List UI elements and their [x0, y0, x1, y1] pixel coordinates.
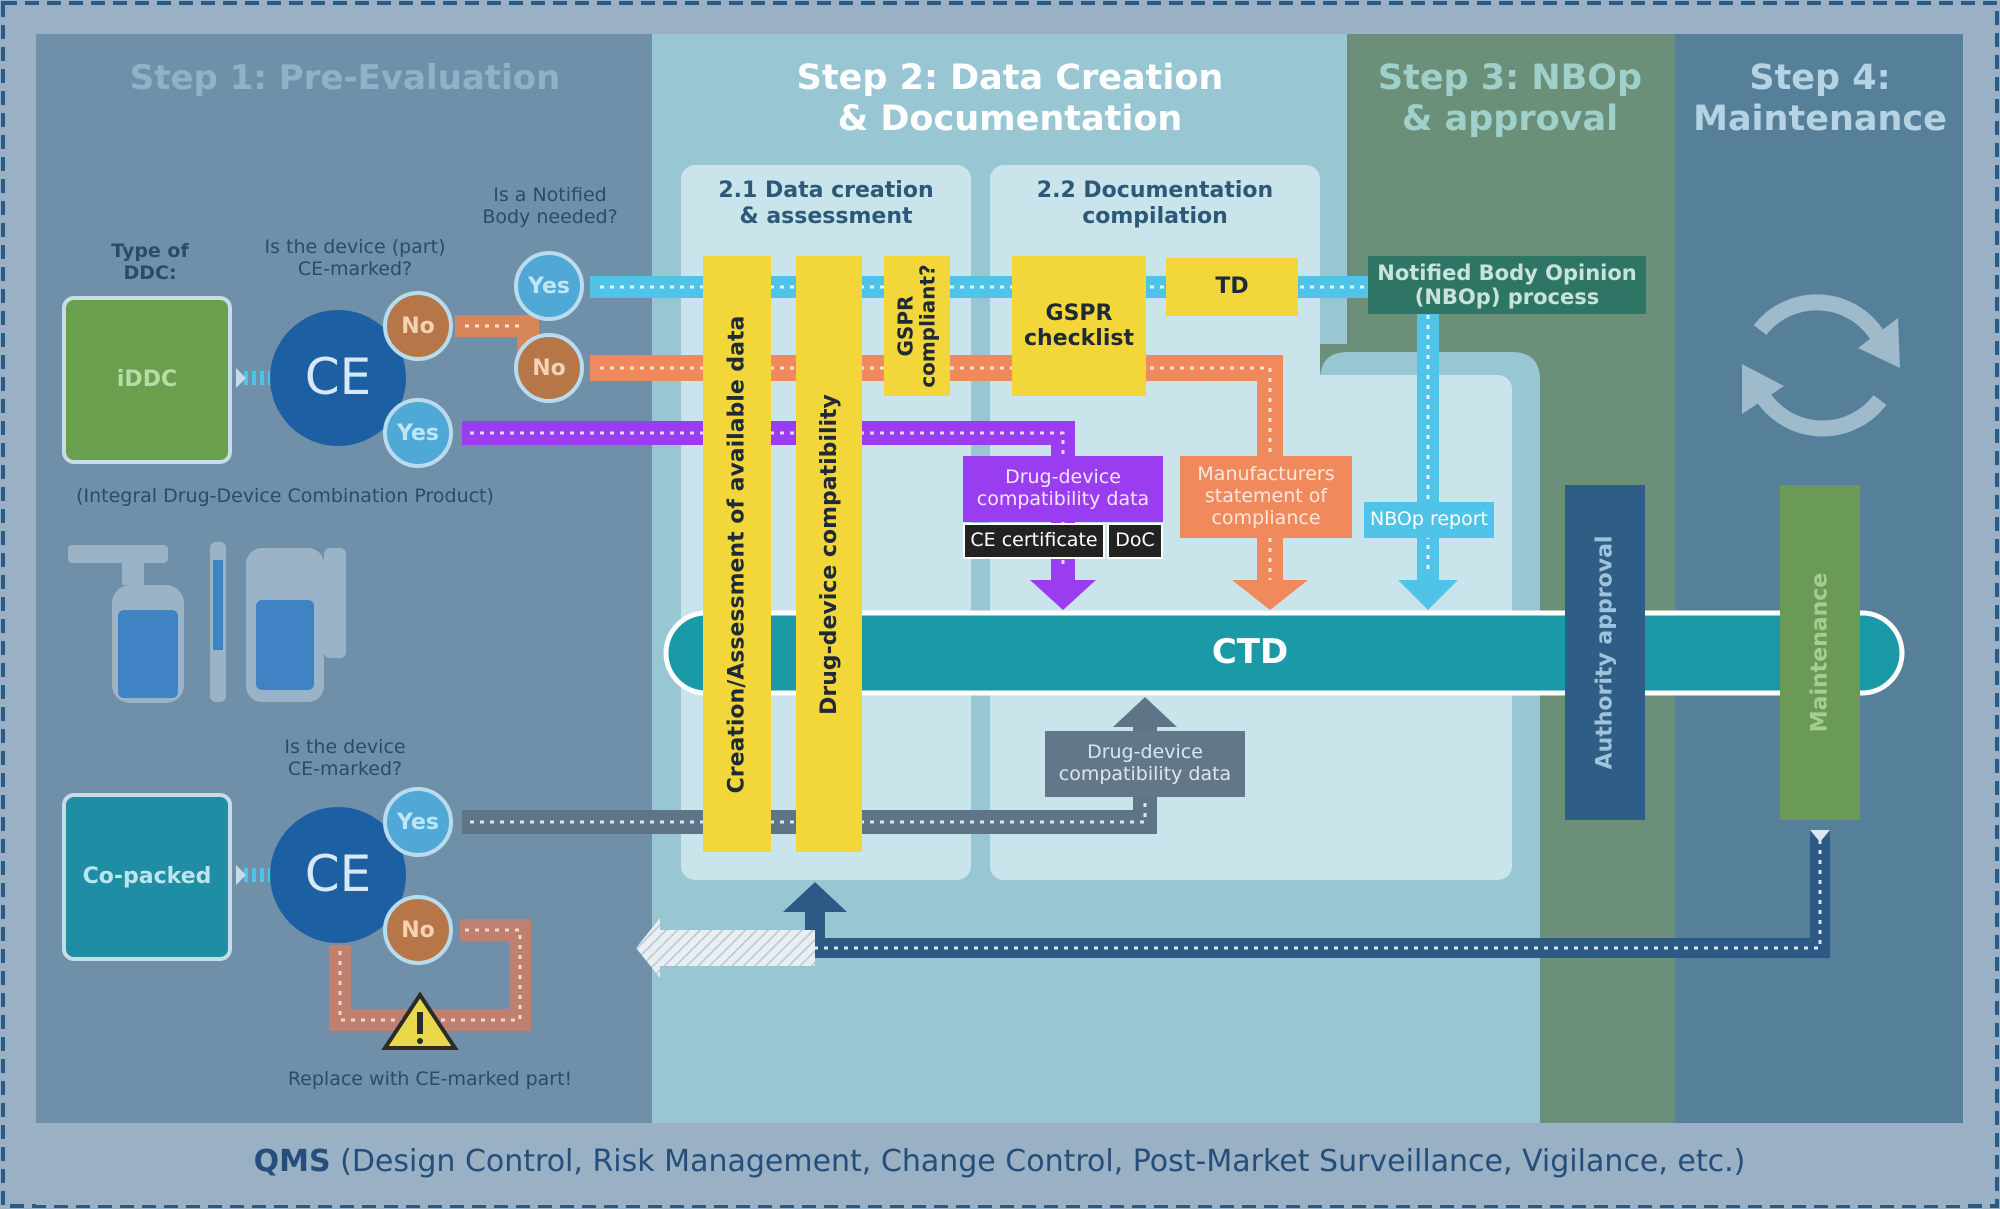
answer-notified-no[interactable]: No [514, 333, 584, 403]
pen-injector-icon [210, 542, 226, 702]
arrow-copacked [236, 865, 246, 885]
warning-mark-dot [417, 1038, 423, 1044]
step4-heading: Step 4: Maintenance [1693, 58, 1947, 140]
answer-ce-part-yes[interactable]: Yes [383, 398, 453, 468]
step1-heading: Step 1: Pre-Evaluation [129, 58, 561, 98]
td-box: TD [1166, 258, 1298, 316]
arrow-grey-up [1113, 697, 1177, 727]
step2-heading: Step 2: Data Creation & Documentation [796, 58, 1224, 140]
arrow-iddc [236, 368, 246, 388]
hatched-return-arrow [660, 930, 815, 966]
arrow-maintenance-down [1810, 830, 1830, 842]
ddc-data-purple-box: Drug-device compatibility data [963, 456, 1163, 522]
gspr-compliant-box: GSPR compliant? [884, 256, 950, 396]
authority-approval-bar: Authority approval [1565, 485, 1645, 820]
answer-notified-yes[interactable]: Yes [514, 251, 584, 321]
question-ce-marked-part: Is the device (part) CE-marked? [264, 236, 446, 281]
inhaler-icon [246, 548, 346, 702]
maintenance-label: Maintenance [1807, 572, 1833, 733]
ddc-data-grey-box: Drug-device compatibility data [1045, 731, 1245, 797]
step3-heading: Step 3: NBOp & approval [1377, 58, 1643, 140]
flow-ce-yes-purple-dots [470, 431, 1065, 570]
question-notified-body: Is a Notified Body needed? [482, 184, 618, 229]
ce-mark-bottom: CE [304, 845, 372, 904]
nasal-spray-icon [68, 545, 184, 703]
drug-device-compatibility-bar: Drug-device compatibility [796, 256, 862, 852]
answer-ce-part-no[interactable]: No [383, 291, 453, 361]
gspr-checklist-box: GSPR checklist [1012, 256, 1146, 396]
ctd-label: CTD [1211, 632, 1289, 673]
creation-assessment-label: Creation/Assessment of available data [724, 315, 750, 793]
answer-ce-no[interactable]: No [383, 895, 453, 965]
arrow-orange-ctd [1232, 580, 1308, 610]
answer-ce-yes[interactable]: Yes [383, 787, 453, 857]
doc-box: DoC [1107, 523, 1163, 559]
arrow-nbop-ctd [1398, 580, 1458, 610]
refresh-arrow-head-1 [1858, 318, 1900, 368]
nbop-process-box: Notified Body Opinion (NBOp) process [1368, 256, 1646, 314]
type-of-ddc-label: Type of DDC: [111, 240, 189, 285]
hatched-arrow-head [636, 918, 660, 978]
creation-assessment-bar: Creation/Assessment of available data [703, 256, 771, 852]
iddc-box[interactable] [62, 296, 232, 464]
arrow-feedback-up [783, 882, 847, 912]
copacked-label: Co-packed [82, 864, 212, 890]
manufacturers-statement-box: Manufacturers statement of compliance [1180, 456, 1352, 538]
authority-approval-label: Authority approval [1592, 535, 1618, 770]
arrow-purple-ctd [1030, 580, 1096, 610]
ce-mark-top: CE [304, 348, 372, 407]
qms-detail: (Design Control, Risk Management, Change… [330, 1144, 1746, 1179]
replace-note: Replace with CE-marked part! [287, 1068, 573, 1090]
refresh-arrow-head-2 [1742, 364, 1784, 414]
ce-certificate-box: CE certificate [963, 523, 1105, 559]
nbop-report-box: NBOp report [1364, 502, 1494, 538]
qms-label: QMS [253, 1144, 331, 1179]
qms-footer: QMS (Design Control, Risk Management, Ch… [36, 1144, 1963, 1179]
drug-device-compatibility-label: Drug-device compatibility [816, 393, 842, 715]
ce-circle-bottom [270, 807, 406, 943]
iddc-caption: (Integral Drug-Device Combination Produc… [76, 485, 494, 507]
refresh-cycle-icon [1753, 294, 1888, 437]
gspr-compliant-label: GSPR compliant? [894, 264, 941, 388]
iddc-label: iDDC [116, 367, 178, 393]
copacked-box[interactable] [62, 793, 232, 961]
ce-circle-top [270, 310, 406, 446]
question-ce-marked: Is the device CE-marked? [284, 736, 406, 781]
qms-footer-bar [36, 1123, 1963, 1205]
panel-documentation-title: 2.2 Documentation compilation [1036, 178, 1274, 229]
panel-data-creation-title: 2.1 Data creation & assessment [718, 178, 934, 229]
maintenance-bar: Maintenance [1780, 485, 1860, 820]
